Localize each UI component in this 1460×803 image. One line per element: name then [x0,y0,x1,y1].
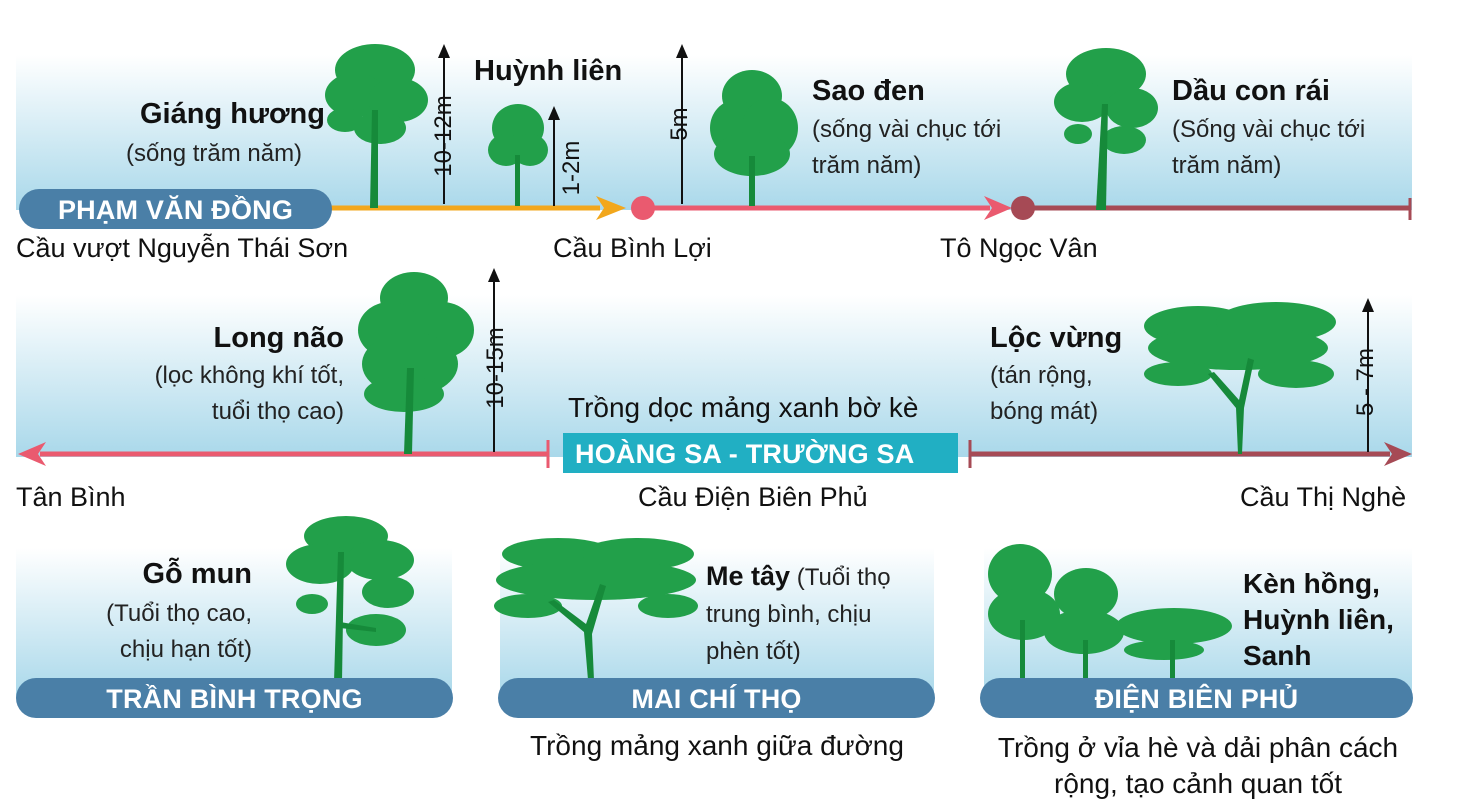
tree-desc-giang-huong: (sống trăm năm) [126,140,303,167]
route-arrow-left [18,442,46,466]
tree-icon-long-nao [358,272,474,454]
height-label-long-nao: 10-15m [482,327,509,409]
height-arrow-long-nao [488,268,500,452]
place-cau-vuot-nguyen-thai-son: Cầu vượt Nguyễn Thái Sơn [16,233,349,263]
street-pill-dien-bien-phu: ĐIỆN BIÊN PHỦ [980,678,1413,718]
tree-name-giang-huong: Giáng hương [140,98,325,130]
tree-icon-ken-hong-group [988,544,1232,680]
tree-icon-dau-con-rai [1054,48,1158,210]
height-arrow-loc-vung [1362,298,1374,452]
street-pill-hoang-sa-truong-sa: HOÀNG SA - TRƯỜNG SA [563,433,958,473]
tree-name-loc-vung: Lộc vừng [990,322,1123,354]
tree-desc-dau-con-rai: (Sống vài chục tới trăm năm) [1172,116,1366,179]
row1-route [300,196,1412,220]
tree-desc-loc-vung: (tán rộng, bóng mát) [990,362,1099,425]
tree-name-ken-hong: Kèn hồng, Huỳnh liên, Sanh [1243,568,1394,671]
tree-desc-me-tay: (Tuổi thọ trung bình, chịu phèn tốt) [706,564,891,665]
route-arrow-right [1384,442,1412,466]
street-pill-mai-chi-tho: MAI CHÍ THỌ [498,678,935,718]
tree-name-go-mun: Gỗ mun [142,558,252,590]
place-to-ngoc-van: Tô Ngọc Vân [940,233,1098,263]
place-tan-binh: Tân Bình [16,482,126,512]
note-mai-chi-tho: Trồng mảng xanh giữa đường [530,730,904,761]
note-dien-bien-phu: Trồng ở vỉa hè và dải phân cách rộng, tạ… [997,732,1399,799]
tree-name-long-nao: Long não [213,322,344,354]
row2-note: Trồng dọc mảng xanh bờ kè [568,392,919,423]
height-label-loc-vung: 5 - 7m [1352,347,1379,417]
height-arrow-sao-den [676,44,688,204]
node-binh-loi [631,196,655,220]
tree-icon-me-tay [494,538,698,680]
row2-route [18,440,1412,468]
node-to-ngoc-van [1011,196,1035,220]
tree-name-huynh-lien: Huỳnh liên [474,55,623,87]
route-arrow-orange [596,196,626,220]
tree-text-me-tay: Me tây (Tuổi thọ trung bình, chịu phèn t… [706,558,926,670]
tree-icon-loc-vung [1144,302,1336,454]
tree-icon-go-mun [286,516,414,682]
tree-name-me-tay: Me tây [706,561,791,591]
tree-icon-sao-den [710,70,798,206]
tree-icon-huynh-lien [488,104,548,206]
tree-name-sao-den: Sao đen [812,75,925,107]
height-arrow-huynh-lien [548,106,560,206]
tree-desc-sao-den: (sống vài chục tới trăm năm) [812,116,1002,179]
tree-icon-giang-huong [325,44,428,208]
route-arrow-pink [984,196,1012,220]
place-cau-thi-nghe: Cầu Thị Nghè [1240,482,1407,512]
height-arrow-giang-huong [438,44,450,204]
street-pill-tran-binh-trong: TRẦN BÌNH TRỌNG [16,678,453,718]
place-cau-binh-loi: Cầu Bình Lợi [553,233,712,263]
tree-desc-long-nao: (lọc không khí tốt, tuổi thọ cao) [154,362,344,425]
place-cau-dien-bien-phu: Cầu Điện Biên Phủ [638,482,868,512]
tree-name-dau-con-rai: Dầu con rái [1172,75,1330,107]
street-pill-pham-van-dong: PHẠM VĂN ĐỒNG [19,189,332,229]
tree-desc-go-mun: (Tuổi thọ cao, chịu hạn tốt) [106,600,252,663]
